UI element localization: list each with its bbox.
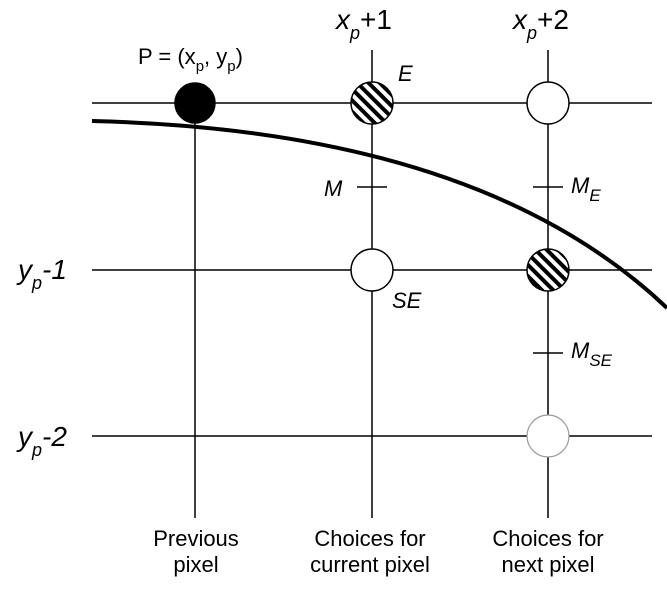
label-xp-plus-2: xp+2 bbox=[511, 4, 569, 43]
caption-previous-line2: pixel bbox=[173, 552, 218, 577]
label-e: E bbox=[398, 61, 413, 86]
pixel-se-open bbox=[350, 248, 394, 292]
pixel-next-lower-faint bbox=[526, 414, 570, 458]
caption-current-line1: Choices for bbox=[314, 526, 425, 551]
label-m-se: MSE bbox=[571, 338, 613, 370]
label-m: M bbox=[324, 176, 343, 201]
label-se: SE bbox=[392, 288, 422, 313]
label-xp-plus-1: xp+1 bbox=[334, 4, 392, 43]
midpoint-ticks bbox=[357, 186, 563, 354]
label-yp-minus-1: yp-1 bbox=[16, 254, 67, 293]
label-yp-minus-2: yp-2 bbox=[16, 421, 67, 460]
captions: Previous pixel Choices for current pixel… bbox=[153, 526, 603, 577]
caption-next-line2: next pixel bbox=[502, 552, 595, 577]
caption-current-line2: current pixel bbox=[310, 552, 430, 577]
pixel-previous-p bbox=[174, 82, 216, 124]
curve bbox=[91, 119, 667, 310]
caption-next-line1: Choices for bbox=[492, 526, 603, 551]
label-point-p: P = (xp, yp) bbox=[138, 44, 243, 75]
pixel-next-e-open bbox=[526, 81, 570, 125]
pixel-e-hatched bbox=[350, 81, 394, 125]
caption-previous-line1: Previous bbox=[153, 526, 239, 551]
label-m-e: ME bbox=[571, 173, 601, 205]
pixel-next-se-hatched bbox=[526, 248, 570, 292]
